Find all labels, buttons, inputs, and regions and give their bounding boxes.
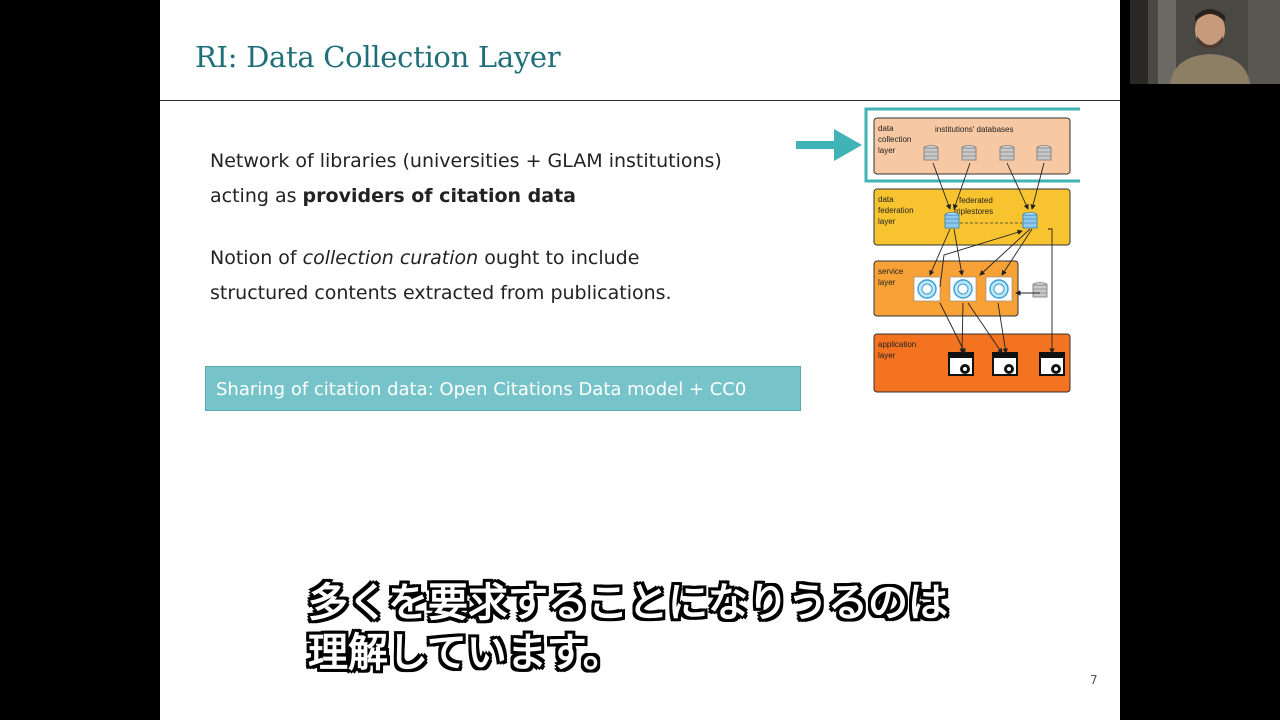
database-icon (1036, 145, 1052, 161)
api-icon (913, 276, 941, 302)
page-number: 7 (1090, 673, 1098, 687)
paragraph-curation: Notion of collection curation ought to i… (210, 241, 730, 311)
paragraph-providers: Network of libraries (universities + GLA… (210, 144, 730, 214)
slide: RI: Data Collection Layer Network of lib… (160, 0, 1120, 720)
database-icon (961, 145, 977, 161)
api-icon (985, 276, 1013, 302)
institutions-databases-label: institutions' databases (935, 125, 1013, 134)
database-icon (923, 145, 939, 161)
callout-box: Sharing of citation data: Open Citations… (205, 366, 801, 445)
subtitle-line-2: 理解しています。 (308, 630, 623, 676)
database-icon (999, 145, 1015, 161)
database-icon (1032, 282, 1048, 298)
triplestore-icon (944, 212, 960, 229)
layer-highlight (864, 107, 1080, 183)
application-icon (1039, 352, 1065, 376)
webcam-video (1130, 0, 1280, 84)
paragraph-providers-text: Network of libraries (universities + GLA… (210, 150, 722, 207)
paragraph-curation-italic: collection curation (302, 247, 479, 269)
paragraph-curation-text-b: ought to include structured contents ext… (210, 247, 672, 304)
paragraph-providers-bold: providers of citation data (302, 185, 576, 207)
paragraph-curation-text-a: Notion of (210, 247, 303, 269)
pointer-arrow-icon (796, 129, 862, 161)
application-icon (992, 352, 1018, 376)
connection-arrows (929, 162, 1055, 354)
presenter-avatar (1130, 0, 1280, 84)
subtitle-caption: 多くを要求することになりうるのは 理解しています。 (0, 578, 1280, 678)
slide-title: RI: Data Collection Layer (195, 40, 561, 74)
api-icon (949, 276, 977, 302)
triplestore-icon (1022, 212, 1038, 229)
title-divider (160, 100, 1120, 101)
application-icon (948, 352, 974, 376)
subtitle-line-1: 多くを要求することになりうるのは (308, 580, 948, 626)
